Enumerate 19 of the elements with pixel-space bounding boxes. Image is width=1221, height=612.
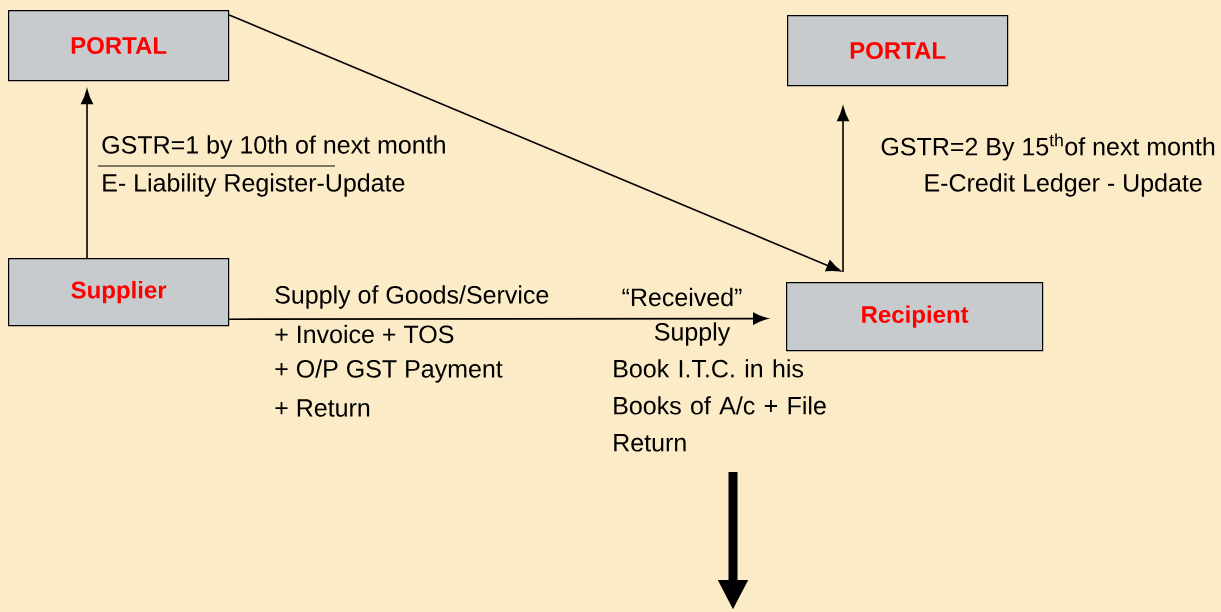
box: Recipient [786, 282, 1044, 352]
annotation-text: GSTR=1 by 10th of next month [102, 135, 445, 159]
annotation-text: + Return [275, 399, 370, 417]
annotation-text: Book I.T.C. in his Books of A/c + File Return [614, 359, 826, 452]
annotation-text: Supply of Goods/Service [275, 285, 549, 309]
annotation-text: GSTR=2 By 15$^{th}$of next month [881, 133, 1215, 161]
arrow [81, 89, 93, 259]
annotation-text: + O/P GST Payment [275, 359, 503, 383]
box: Supplier [8, 258, 230, 327]
box: PORTAL [8, 10, 230, 82]
arrow [228, 312, 768, 325]
annotation-text: + Invoice + TOS [275, 324, 454, 344]
annotation-text: E- Liability Register-Update [103, 173, 405, 197]
arrow [228, 14, 841, 272]
annotation-text: “Received” [622, 287, 742, 307]
box: PORTAL [787, 15, 1009, 87]
annotation-text: Supply [654, 322, 731, 346]
arrow [837, 106, 849, 273]
annotation-text: E-Credit Ledger - Update [925, 173, 1202, 197]
